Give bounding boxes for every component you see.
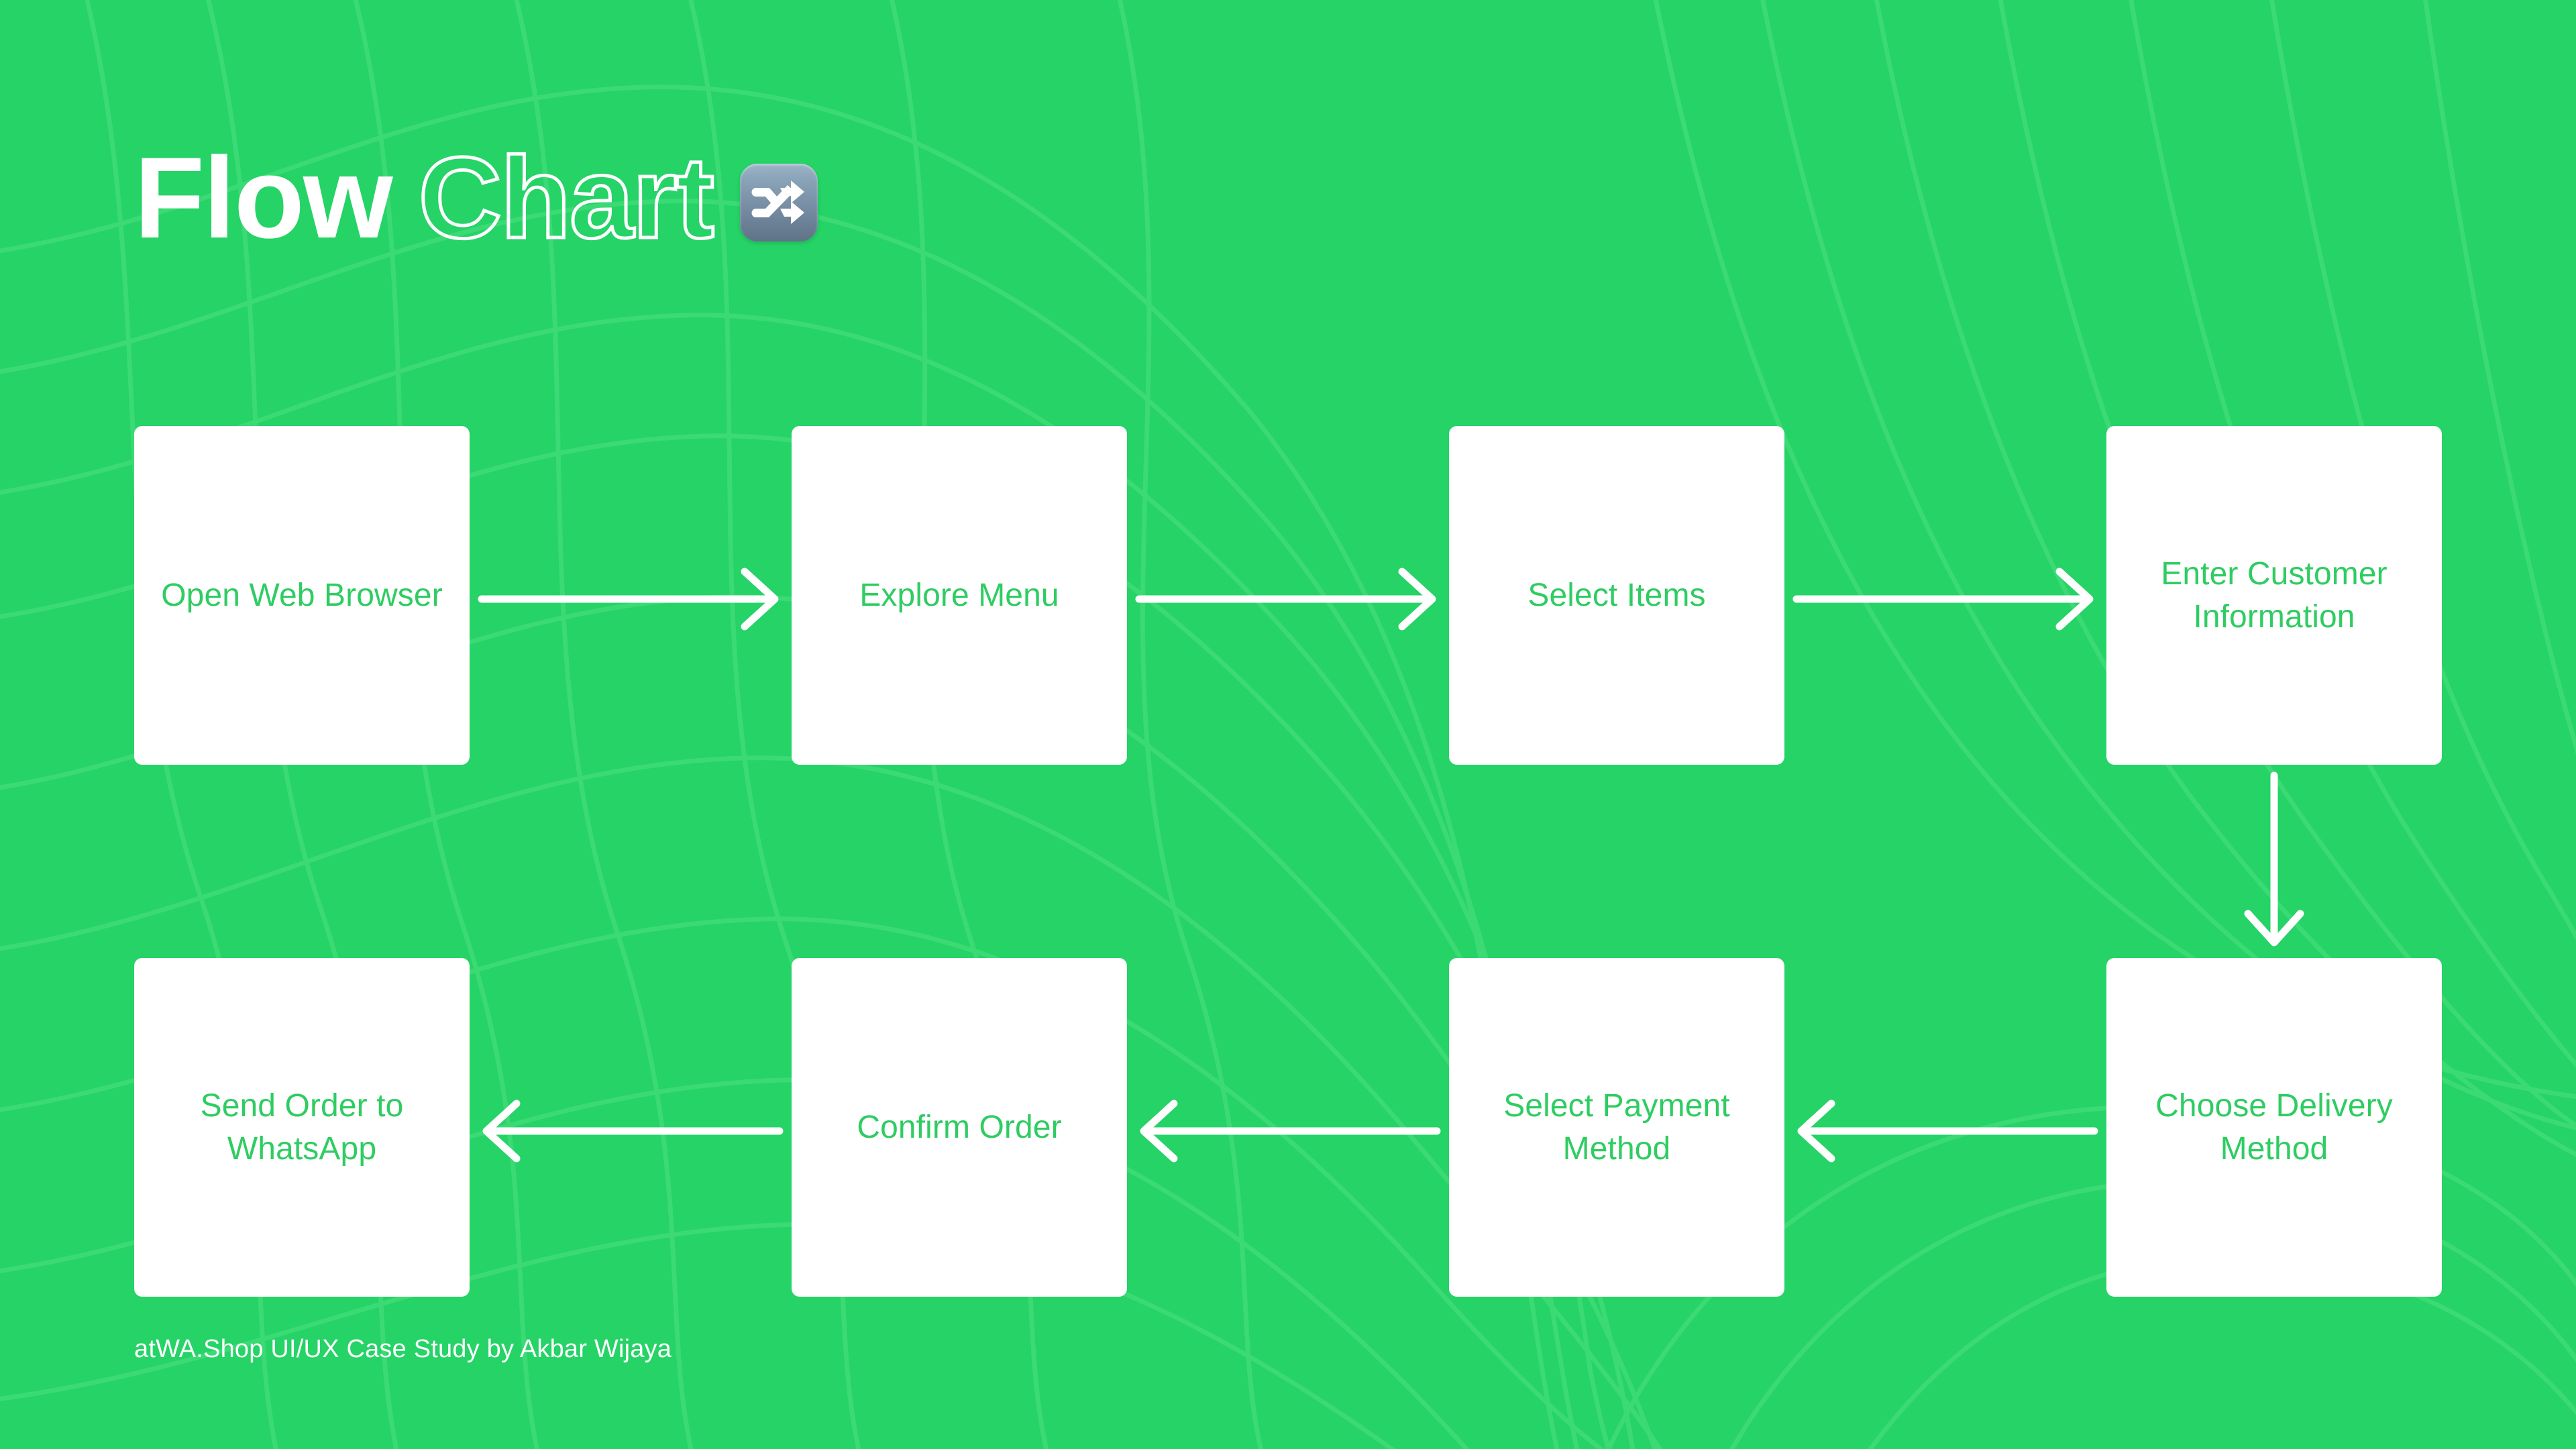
flow-node-label: Open Web Browser	[161, 577, 443, 613]
footer-credit: atWA.Shop UI/UX Case Study by Akbar Wija…	[134, 1335, 672, 1363]
flow-node-label: Send Order to WhatsApp	[200, 1088, 404, 1167]
flow-arrow-payment-to-confirm	[1136, 1094, 1441, 1168]
shuffle-icon	[739, 164, 818, 241]
flow-node-label: Select Payment Method	[1503, 1088, 1730, 1167]
flow-node-label: Confirm Order	[857, 1109, 1062, 1145]
flow-node-label: Enter Customer Information	[2161, 556, 2387, 635]
page-header: Flow Chart	[134, 134, 818, 262]
flow-arrow-customer-to-delivery	[2237, 771, 2311, 950]
flow-arrow-items-to-customer	[1792, 562, 2097, 636]
flow-node-confirm-order[interactable]: Confirm Order	[792, 958, 1127, 1297]
flow-arrow-browser-to-menu	[478, 562, 782, 636]
flow-node-label: Explore Menu	[859, 577, 1059, 613]
flow-node-open-web-browser[interactable]: Open Web Browser	[134, 426, 470, 765]
page-title-solid: Flow	[134, 133, 393, 262]
flow-node-label: Choose Delivery Method	[2155, 1088, 2393, 1167]
flow-node-send-order-to-whatsapp[interactable]: Send Order to WhatsApp	[134, 958, 470, 1297]
flow-node-enter-customer-information[interactable]: Enter Customer Information	[2106, 426, 2442, 765]
flow-node-select-items[interactable]: Select Items	[1449, 426, 1784, 765]
flow-arrow-confirm-to-whatsapp	[479, 1094, 784, 1168]
flow-arrow-delivery-to-payment	[1794, 1094, 2098, 1168]
flow-arrow-menu-to-items	[1135, 562, 1440, 636]
flow-node-label: Select Items	[1527, 577, 1706, 613]
flow-node-explore-menu[interactable]: Explore Menu	[792, 426, 1127, 765]
page-title-outline: Chart	[417, 133, 716, 262]
flow-node-select-payment-method[interactable]: Select Payment Method	[1449, 958, 1784, 1297]
flow-node-choose-delivery-method[interactable]: Choose Delivery Method	[2106, 958, 2442, 1297]
